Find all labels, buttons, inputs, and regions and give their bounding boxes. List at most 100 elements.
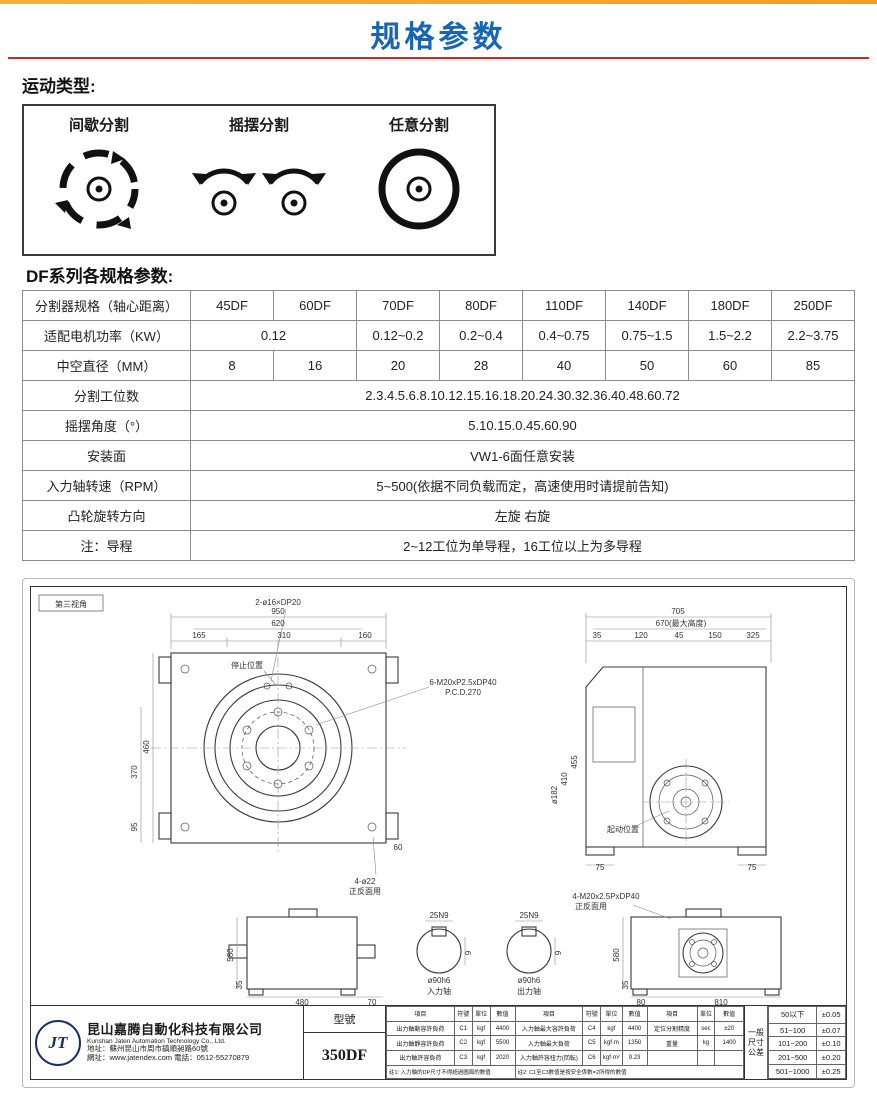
dim-label: 35 [235, 980, 244, 989]
row-label: 安装面 [22, 440, 191, 471]
table-row: 摇摆角度（°） 5.10.15.0.45.60.90 [22, 410, 855, 441]
param-note-2: 註2: C1至C3數值是按安全係數=2所得的數值 [514, 1064, 744, 1080]
dim-label: 25N9 [429, 911, 449, 920]
company-info: JT 昆山嘉腾自動化科技有限公司 Kunshan Jaten Automatio… [31, 1006, 303, 1079]
row-label: 注：导程 [22, 530, 191, 561]
model-cell: 型號 350DF [303, 1006, 385, 1079]
motion-section-label: 运动类型: [22, 77, 96, 96]
param-cell: C5 [582, 1035, 602, 1052]
drawing-title-block: JT 昆山嘉腾自動化科技有限公司 Kunshan Jaten Automatio… [31, 1005, 846, 1080]
table-row: 中空直径（MM） 8 16 20 28 40 50 60 85 [22, 350, 855, 381]
value-cell: 0.12 [190, 320, 357, 351]
motion-types-panel: 间歇分割 摇摆分割 [22, 104, 496, 256]
param-cell: 出力軸靜容許負荷 [386, 1035, 455, 1052]
parameter-table: 項目 符號 單位 數值 項目 符號 單位 數值 項目 單位 數值 [385, 1006, 744, 1080]
param-header: 符號 [453, 1006, 473, 1022]
param-cell [646, 1050, 698, 1066]
col-header: 180DF [688, 290, 772, 321]
dim-label: 80 [637, 998, 646, 1007]
param-cell: C4 [582, 1020, 602, 1037]
param-cell [696, 1050, 716, 1066]
tolerance-range: 50以下 [767, 1006, 818, 1024]
tolerance-row: 101~200 ±0.10 [767, 1036, 846, 1052]
dim-label: 670(最大高度) [656, 618, 707, 628]
table-row: 凸轮旋转方向 左旋 右旋 [22, 500, 855, 531]
row-label: 适配电机功率（KW） [22, 320, 191, 351]
table-row: 安装面 VW1-6面任意安装 [22, 440, 855, 471]
dim-label: 165 [192, 631, 206, 640]
param-cell: 5500 [489, 1035, 516, 1052]
param-cell: 出力軸動容許負荷 [386, 1020, 455, 1037]
value-cell: 2.2~3.75 [771, 320, 855, 351]
dim-label: 95 [130, 822, 139, 831]
param-cell [714, 1050, 744, 1066]
row-label: 摇摆角度（°） [22, 410, 191, 441]
tolerance-row: 501~1000 ±0.25 [767, 1064, 846, 1079]
param-cell: kgf·m [600, 1035, 623, 1052]
dim-label: 325 [746, 631, 760, 640]
dim-label: 370 [130, 765, 139, 779]
value-cell: VW1-6面任意安装 [190, 440, 855, 471]
param-header: 項目 [646, 1006, 698, 1022]
row-label: 入力轴转速（RPM） [22, 470, 191, 501]
front-view [228, 908, 383, 998]
col-header: 80DF [439, 290, 523, 321]
logo-text: JT [48, 1032, 68, 1052]
view-angle-label: 第三视角 [55, 599, 87, 609]
drawing-views: 第三视角 [38, 594, 782, 1007]
param-cell: C6 [582, 1050, 602, 1066]
param-cell: kgf [600, 1020, 623, 1037]
dim-label: P.C.D.270 [445, 688, 481, 697]
param-cell: 1350 [621, 1035, 648, 1052]
dim-label: 75 [596, 863, 605, 872]
tolerance-range: 201~500 [767, 1050, 818, 1066]
param-cell: C2 [453, 1035, 473, 1052]
col-header: 分割器规格（轴心距离） [22, 290, 191, 321]
param-header-row: 項目 符號 單位 數值 項目 符號 單位 數值 項目 單位 數值 [386, 1006, 744, 1022]
param-cell: 4400 [621, 1020, 648, 1037]
tolerance-value: ±0.10 [816, 1036, 846, 1052]
model-label: 型號 [304, 1006, 385, 1033]
param-header: 數值 [714, 1006, 744, 1022]
dim-label: ø90h6 [428, 976, 451, 985]
value-cell: 40 [522, 350, 606, 381]
table-row: 分割工位数 2.3.4.5.6.8.10.12.15.16.18.20.24.3… [22, 380, 855, 411]
table-row: 适配电机功率（KW） 0.12 0.12~0.2 0.2~0.4 0.4~0.7… [22, 320, 855, 351]
tolerance-row: 51~100 ±0.07 [767, 1022, 846, 1038]
dim-label: 480 [295, 998, 309, 1007]
value-cell: 左旋 右旋 [190, 500, 855, 531]
dim-label: 9 [464, 950, 473, 955]
drawing-frame: 第三视角 [30, 586, 847, 1080]
motion-type-oscillating: 摇摆分割 [174, 106, 344, 254]
dim-label: 9 [554, 950, 563, 955]
value-cell: 85 [771, 350, 855, 381]
param-row: 出力軸動容許負荷 C1 kgf 4400 入力軸最大容許負荷 C4 kgf 44… [386, 1020, 744, 1037]
dim-label: 25N9 [519, 911, 539, 920]
col-header: 60DF [273, 290, 357, 321]
param-cell: 9.23 [621, 1050, 648, 1066]
param-cell: kgf·m² [600, 1050, 623, 1066]
dim-label: 60 [394, 843, 403, 852]
dim-label: 正反面用 [575, 901, 607, 911]
dim-label: 160 [358, 631, 372, 640]
value-cell: 60 [688, 350, 772, 381]
tolerance-value: ±0.07 [816, 1022, 846, 1038]
param-cell: 定位分割精度 [646, 1020, 698, 1037]
dim-label: 4-ø22 [355, 877, 376, 886]
value-cell: 2~12工位为单导程，16工位以上为多导程 [190, 530, 855, 561]
dim-label: 45 [675, 631, 684, 640]
motion-type-label: 摇摆分割 [228, 117, 289, 134]
value-cell: 8 [190, 350, 274, 381]
param-cell: 2020 [489, 1050, 516, 1066]
intermittent-division-icon [55, 149, 139, 229]
param-cell: 4400 [489, 1020, 516, 1037]
tolerance-label: 一般尺寸公差 [745, 1006, 768, 1079]
table-row: 注：导程 2~12工位为单导程，16工位以上为多导程 [22, 530, 855, 561]
model-value: 350DF [321, 1047, 368, 1064]
dim-label: 460 [142, 740, 151, 754]
plan-view [140, 608, 430, 876]
value-cell: 0.12~0.2 [356, 320, 440, 351]
param-header: 單位 [471, 1006, 491, 1022]
param-cell: 入力軸許容扭力(回転) [514, 1050, 584, 1066]
